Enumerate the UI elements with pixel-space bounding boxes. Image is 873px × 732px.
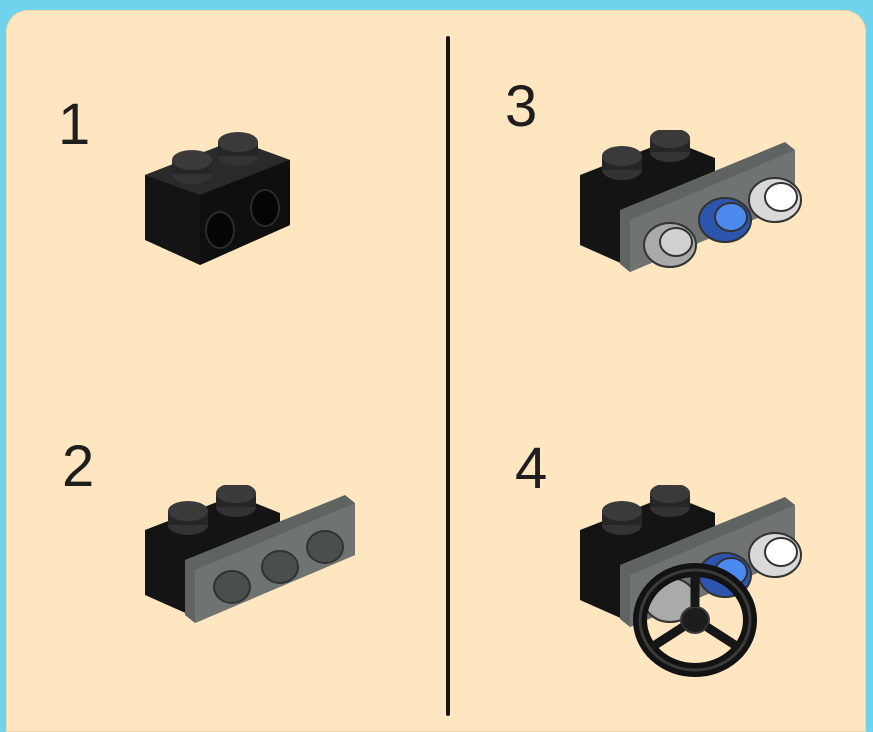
- step-4-number: 4: [515, 440, 547, 498]
- step-1-number: 1: [58, 96, 90, 154]
- steering-wheel-icon: [640, 570, 750, 670]
- step-3-number: 3: [505, 78, 537, 136]
- column-divider: [446, 36, 450, 716]
- plate-with-colored-studs-icon: [570, 130, 820, 290]
- step-2-number: 2: [62, 438, 94, 496]
- assembly-with-steering-wheel-icon: [570, 485, 820, 695]
- black-bracket-brick-icon: [130, 130, 310, 280]
- brick-with-gray-plate-icon: [140, 485, 370, 635]
